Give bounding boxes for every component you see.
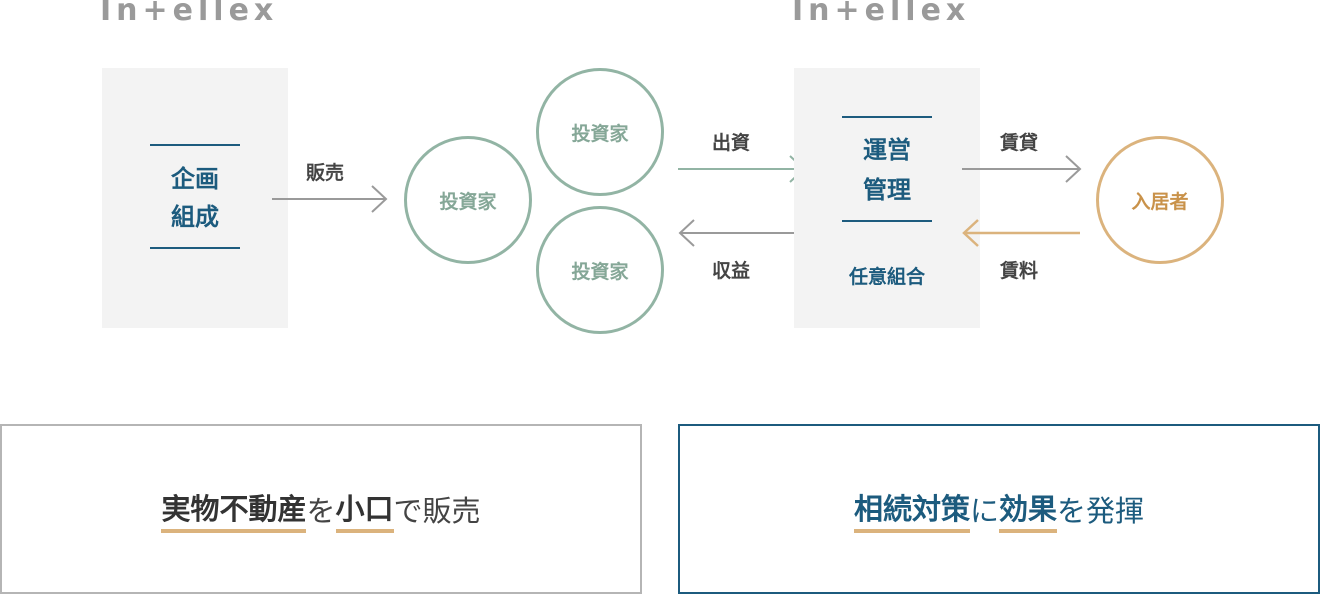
investment-label: 出資	[712, 132, 751, 154]
panel-inheritance-measures: 相続対策 に 効果 を発揮	[678, 424, 1320, 594]
tenant-label: 入居者	[1131, 190, 1189, 213]
panel-right-text-2: を発揮	[1057, 494, 1145, 528]
profit-arrow	[678, 219, 806, 247]
intellex-logo-left: In+ellex	[100, 0, 279, 28]
panel-small-lot-sale: 実物不動産 を 小口 で販売	[0, 424, 642, 594]
management-title-line1: 運営	[863, 136, 911, 164]
planning-bottom-rule	[150, 247, 240, 249]
intellex-logo-right: In+ellex	[792, 0, 971, 28]
investment-arrow	[678, 155, 806, 183]
panel-right-highlight-2: 効果	[999, 486, 1058, 533]
panel-left-text-1: を	[306, 494, 336, 528]
planning-box	[102, 68, 288, 328]
rent-lease-label: 賃貸	[1000, 132, 1039, 154]
panel-left-highlight-2: 小口	[335, 486, 394, 533]
investor-left-label: 投資家	[439, 190, 497, 213]
investor-circle-top: 投資家	[536, 68, 664, 196]
panel-right-text-1: に	[969, 494, 999, 528]
rent-fee-arrow	[962, 219, 1080, 247]
management-bottom-rule	[842, 220, 932, 222]
investor-bottom-label: 投資家	[571, 260, 629, 283]
management-title-line2: 管理	[863, 176, 911, 204]
management-box	[794, 68, 980, 328]
profit-label: 収益	[712, 260, 751, 282]
planning-title-line1: 企画	[171, 165, 219, 193]
union-label: 任意組合	[848, 266, 925, 288]
panel-left-highlight-1: 実物不動産	[161, 486, 307, 533]
rent-fee-label: 賃料	[1000, 260, 1039, 282]
management-title: 運営 管理	[842, 130, 932, 210]
planning-title: 企画 組成	[150, 160, 240, 236]
panel-right-highlight-1: 相続対策	[853, 486, 970, 533]
sale-arrow	[272, 185, 388, 213]
investor-circle-left: 投資家	[404, 136, 532, 264]
panel-left-text-2: で販売	[393, 494, 481, 528]
planning-title-line2: 組成	[171, 203, 219, 231]
planning-top-rule	[150, 144, 240, 146]
management-top-rule	[842, 116, 932, 118]
tenant-circle: 入居者	[1096, 136, 1224, 264]
rent-lease-arrow	[962, 155, 1082, 183]
sale-label: 販売	[306, 162, 345, 184]
investor-top-label: 投資家	[571, 122, 629, 145]
investor-circle-bottom: 投資家	[536, 206, 664, 334]
